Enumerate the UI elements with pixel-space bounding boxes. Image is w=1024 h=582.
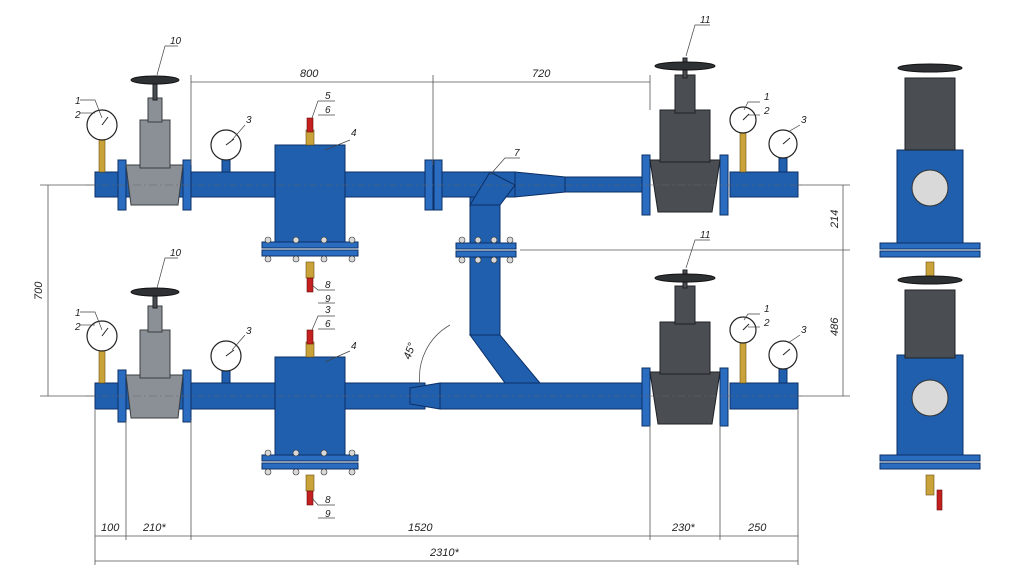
lower-right-gate-valve: [649, 269, 721, 425]
callout-2-upper-left: 2: [74, 110, 81, 121]
angle-45: 45°: [402, 341, 419, 361]
callout-3-top-lower: 3: [325, 305, 331, 316]
dimension-210: 210*: [142, 522, 166, 534]
callout-9-lower: 9: [325, 509, 331, 520]
callout-leaders: [80, 24, 801, 519]
dimension-lines: [40, 75, 850, 565]
upper-left-gate-valve: [125, 75, 184, 206]
callout-1-upper-right: 1: [764, 92, 770, 103]
upper-right-gate-valve: [649, 57, 721, 213]
callout-3-lower-right: 3: [801, 325, 807, 336]
thermometers: [210, 129, 798, 384]
callout-11-upper: 11: [700, 15, 710, 26]
dimension-100: 100: [101, 522, 120, 534]
callout-3-lower-left: 3: [246, 326, 252, 337]
callout-3-upper-right: 3: [801, 115, 807, 126]
callout-10-upper: 10: [170, 36, 182, 47]
lower-left-gate-valve: [125, 287, 184, 419]
callout-1-upper-left: 1: [75, 96, 81, 107]
dimension-250: 250: [747, 522, 767, 534]
dimension-700: 700: [33, 281, 45, 300]
bypass-connection: [455, 171, 542, 384]
upper-strainer-body: [261, 117, 359, 293]
callout-4-lower: 4: [351, 341, 357, 352]
bypass-flange-bolts: [458, 236, 514, 264]
dimension-1520: 1520: [408, 522, 433, 534]
callout-1-lower-left: 1: [75, 308, 81, 319]
callout-9-upper: 9: [325, 294, 331, 305]
dimension-230: 230*: [671, 522, 695, 534]
dimension-486: 486: [829, 317, 841, 336]
callout-10-lower: 10: [170, 248, 182, 259]
callout-8-lower: 8: [325, 495, 331, 506]
callout-2-upper-right: 2: [763, 106, 770, 117]
callout-6-lower: 6: [325, 319, 331, 330]
pressure-gauges: [86, 106, 757, 384]
callout-3-upper-left: 3: [246, 115, 252, 126]
callout-6-upper: 6: [325, 105, 331, 116]
dimension-800: 800: [300, 68, 319, 80]
callout-5: 5: [325, 91, 331, 102]
lower-strainer-body: [261, 329, 359, 506]
callout-4-upper: 4: [351, 128, 357, 139]
upper-main-pipe: [94, 171, 799, 198]
side-view: [879, 63, 981, 511]
dimension-720: 720: [532, 68, 551, 80]
dimension-214: 214: [829, 210, 841, 229]
callout-1-lower-right: 1: [764, 304, 770, 315]
callout-8-upper: 8: [325, 280, 331, 291]
callout-11-lower: 11: [700, 230, 710, 241]
callout-2-lower-left: 2: [74, 322, 81, 333]
callout-2-lower-right: 2: [763, 318, 770, 329]
callout-7: 7: [514, 148, 520, 159]
dimension-2310: 2310*: [429, 547, 459, 559]
